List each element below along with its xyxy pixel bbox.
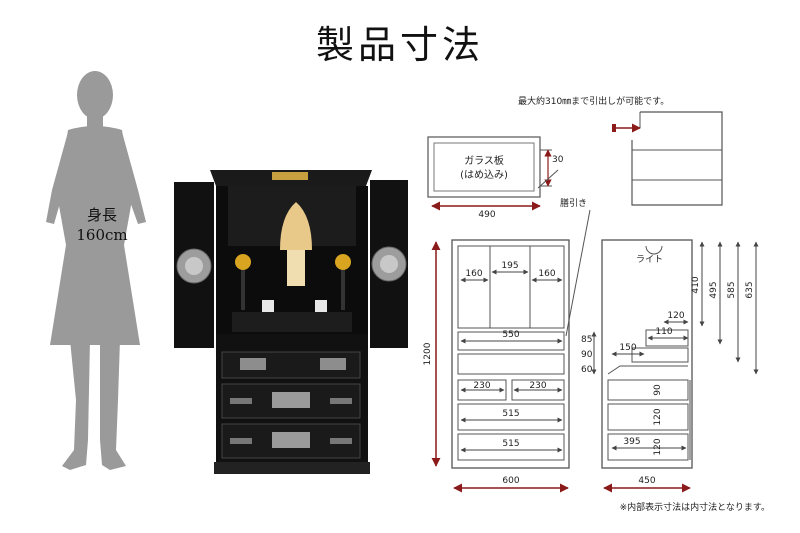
footnote: ※内部表示寸法は内寸法となります。 xyxy=(620,501,770,513)
dim-drawer-left: 230 xyxy=(473,381,490,391)
dim-150: 150 xyxy=(619,343,636,353)
human-height-label: 身長 160cm xyxy=(62,205,142,245)
top-offset-label: 30 xyxy=(552,155,564,165)
top-view-diagram xyxy=(427,136,559,211)
glass-label-line1: ガラス板 xyxy=(464,154,504,167)
height-value: 160cm xyxy=(76,226,128,244)
dim-120-top: 120 xyxy=(667,311,684,321)
front-view-diagram xyxy=(451,209,591,469)
dim-total-depth: 450 xyxy=(638,476,655,486)
dim-total-width: 600 xyxy=(502,476,519,486)
dim-drawer-90: 90 xyxy=(653,384,663,396)
dim-410: 410 xyxy=(691,276,701,293)
dim-90: 90 xyxy=(581,350,593,360)
dim-upper-left: 160 xyxy=(465,269,482,279)
dim-drawer-right: 230 xyxy=(529,381,546,391)
side-view-diagram xyxy=(601,239,693,469)
dim-85: 85 xyxy=(581,335,592,345)
drawer-pullout-diagram xyxy=(612,111,723,206)
page-title: 製品寸法 xyxy=(315,23,484,67)
butsudan-cabinet xyxy=(174,170,408,474)
dim-drawer-120a: 120 xyxy=(653,408,663,425)
dim-shelf: 550 xyxy=(502,330,519,340)
drawer-note: 最大約310㎜まで引出しが可能です。 xyxy=(518,95,669,107)
dim-drawer-mid: 515 xyxy=(502,409,519,419)
diagram-labels: ガラス板 (はめ込み) 490 30 最大約310㎜まで引出しが可能です。 膳引… xyxy=(423,95,770,513)
dim-585: 585 xyxy=(727,281,737,298)
dim-635: 635 xyxy=(745,281,755,298)
dim-drawer-120b: 120 xyxy=(653,438,663,455)
human-silhouette xyxy=(46,71,146,470)
side-dimension-lines xyxy=(591,241,759,460)
front-dimension-lines xyxy=(460,269,563,453)
dim-drawer-bottom: 515 xyxy=(502,439,519,449)
height-text: 身長 xyxy=(86,206,117,224)
dim-110: 110 xyxy=(655,327,672,337)
dim-60: 60 xyxy=(581,365,593,375)
glass-label-line2: (はめ込み) xyxy=(460,169,508,181)
light-label: ライト xyxy=(636,254,663,265)
dim-total-height: 1200 xyxy=(423,342,433,365)
pullout-label: 膳引き xyxy=(560,197,587,209)
dim-upper-mid: 195 xyxy=(501,261,518,271)
top-width-label: 490 xyxy=(478,210,495,220)
dim-395: 395 xyxy=(623,437,640,447)
dim-upper-right: 160 xyxy=(538,269,555,279)
dim-495: 495 xyxy=(709,281,719,298)
